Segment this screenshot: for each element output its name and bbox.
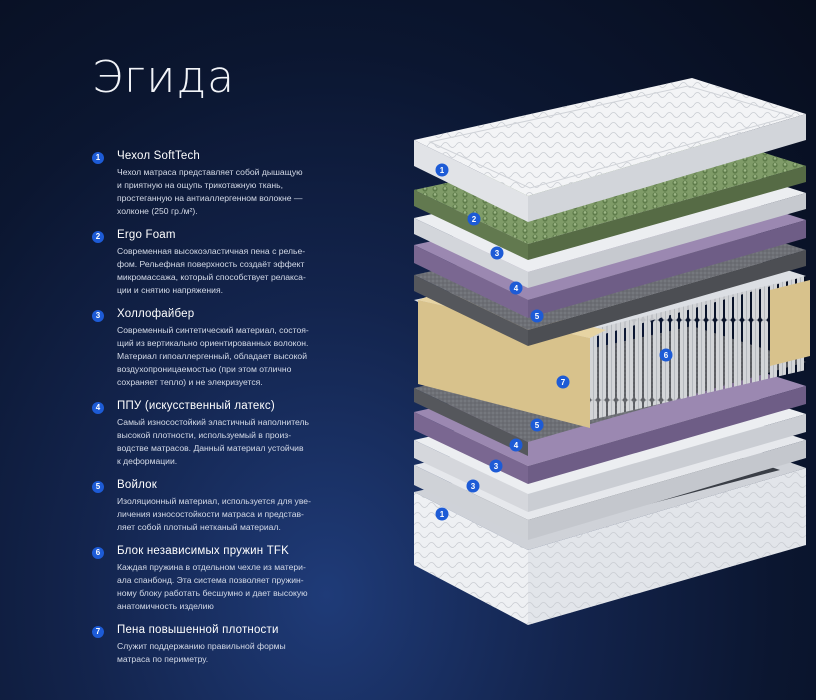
layer-name: Войлок [117,479,157,491]
marker-label: 3 [494,462,499,471]
layer-item-spring-block: 6 Блок независимых пружин TFK Каждая пру… [92,545,352,613]
layer-item-latex: 4 ППУ (искусственный латекс) Самый износ… [92,400,352,468]
layer-number-badge: 1 [92,152,104,164]
layer-name: Пена повышенной плотности [117,624,279,636]
layer-name: Чехол SoftTech [117,150,201,162]
marker-badge: 3 [489,459,503,473]
layer-name: Холлофайбер [117,308,195,320]
marker-badge: 5 [530,418,544,432]
marker-label: 2 [472,215,477,224]
marker-badge: 1 [435,507,449,521]
layer-number-badge: 4 [92,402,104,414]
layer-description: Современная высокоэластичная пена с рель… [117,246,306,295]
layer-name: ППУ (искусственный латекс) [117,400,275,412]
marker-label: 6 [664,351,669,360]
marker-badge: 4 [509,438,523,452]
marker-badge: 4 [509,281,523,295]
layer-number-badge: 2 [92,231,104,243]
layer-item-hollofiber: 3 Холлофайбер Современный синтетический … [92,308,352,389]
marker-badge: 3 [466,479,480,493]
marker-badge: 7 [556,375,570,389]
layer-item-ergo-foam: 2 Ergo Foam Современная высокоэластичная… [92,229,352,297]
marker-badge: 5 [530,309,544,323]
marker-badge: 3 [490,246,504,260]
layer-description: Каждая пружина в отдельном чехле из мате… [117,562,308,611]
layer-legend: 1 Чехол SoftTech Чехол матраса представл… [92,150,352,677]
layer-name: Блок независимых пружин TFK [117,545,290,557]
layer-description: Чехол матраса представляет собой дышащую… [117,167,303,216]
marker-label: 3 [471,482,476,491]
layer-top-cover [414,78,806,222]
layer-item-perimeter-foam: 7 Пена повышенной плотности Служит подде… [92,624,352,666]
layer-number-badge: 3 [92,310,104,322]
layer-description: Служит поддержанию правильной формы матр… [117,641,286,664]
layer-description: Самый износостойкий эластичный наполните… [117,417,310,466]
layer-name: Ergo Foam [117,229,176,241]
marker-label: 1 [440,166,445,175]
marker-badge: 1 [435,163,449,177]
marker-label: 5 [535,312,540,321]
marker-badge: 2 [467,212,481,226]
marker-label: 5 [535,421,540,430]
page-title: Эгида [92,52,236,103]
marker-label: 7 [561,378,566,387]
layer-number-badge: 7 [92,626,104,638]
marker-badge: 6 [659,348,673,362]
layer-number-badge: 6 [92,547,104,559]
layer-number-badge: 5 [92,481,104,493]
marker-label: 4 [514,284,519,293]
marker-label: 4 [514,441,519,450]
marker-label: 1 [440,510,445,519]
layer-markers: 1 2 3 4 5 6 7 5 4 3 3 1 [435,163,673,521]
layer-item-felt: 5 Войлок Изоляционный материал, использу… [92,479,352,534]
mattress-cutaway-illustration: 1 2 3 4 5 6 7 5 4 3 3 1 [414,78,810,625]
marker-label: 3 [495,249,500,258]
layer-item-cover: 1 Чехол SoftTech Чехол матраса представл… [92,150,352,218]
layer-description: Современный синтетический материал, сост… [117,325,309,387]
layer-description: Изоляционный материал, используется для … [117,496,311,532]
